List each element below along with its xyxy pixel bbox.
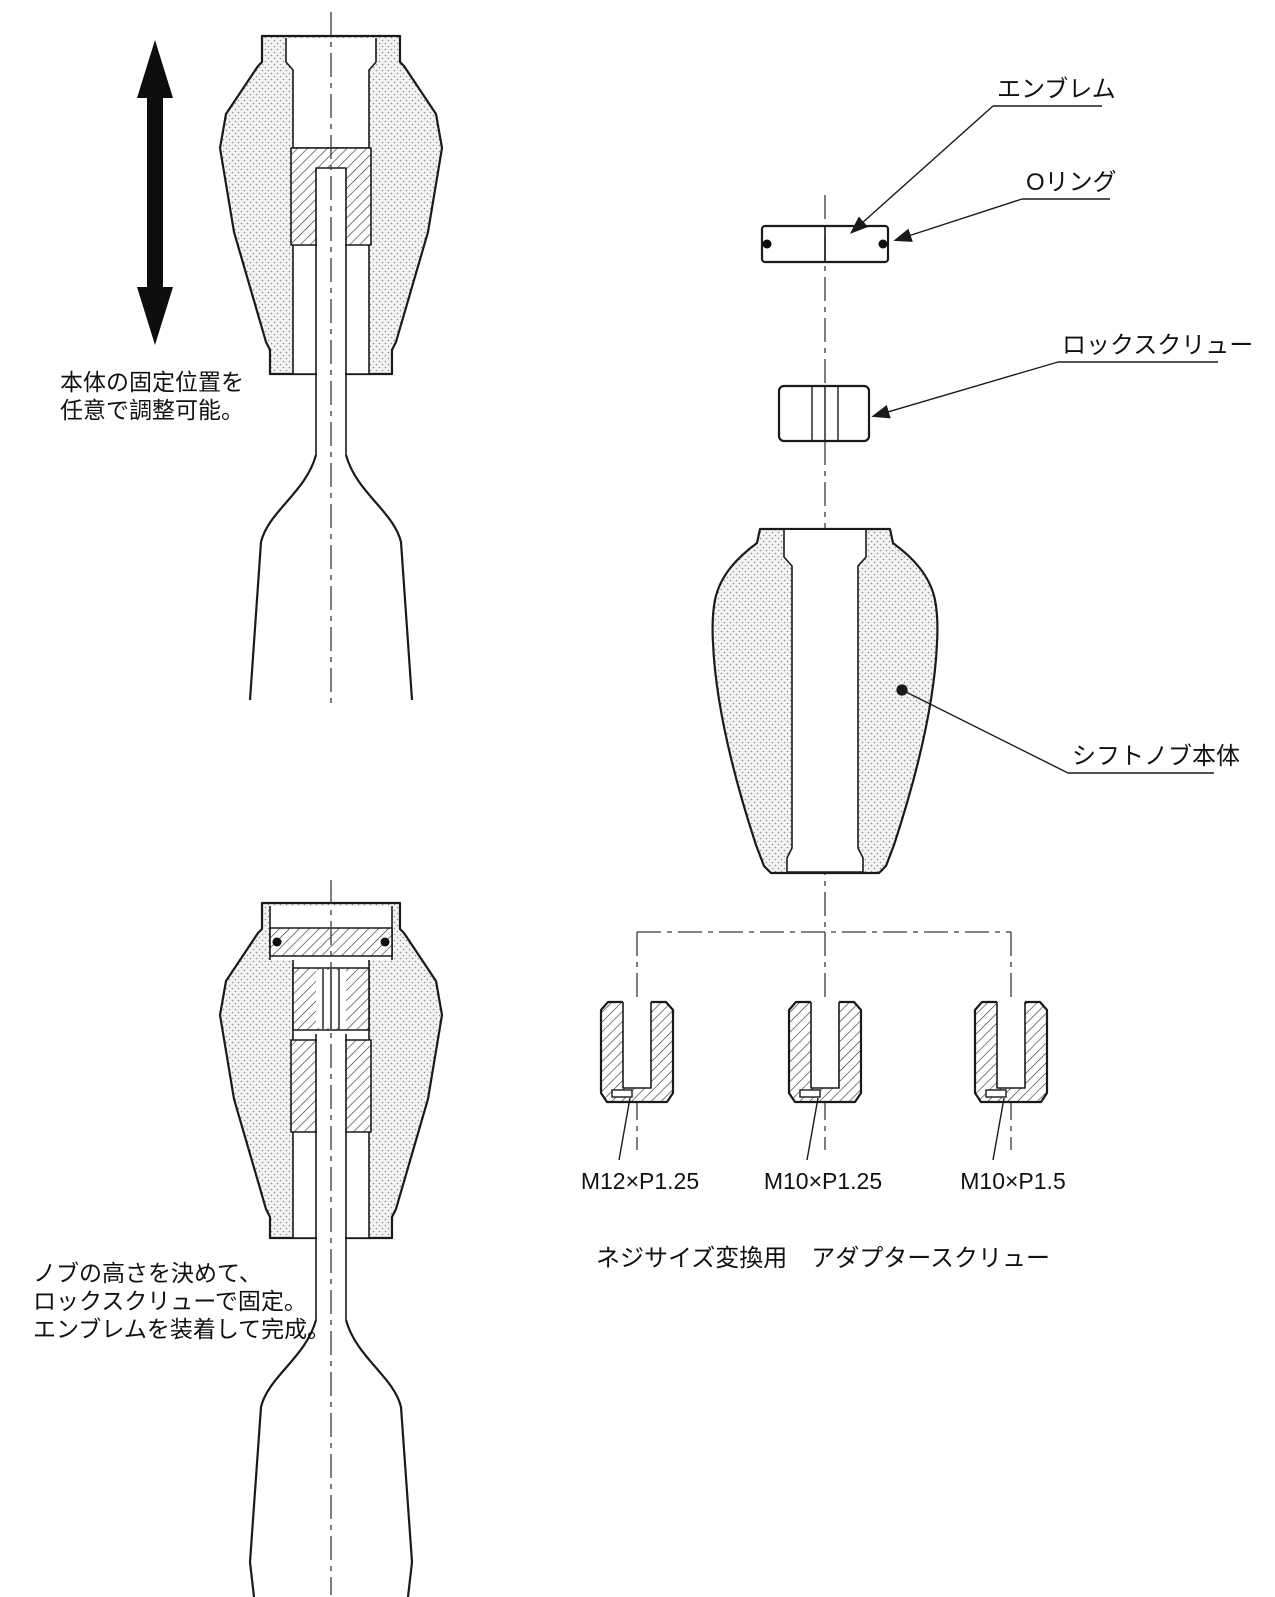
o-ring-dot-right xyxy=(878,239,888,249)
caption-adapter-screws: ネジサイズ変換用 アダプタースクリュー xyxy=(596,1245,1050,1272)
note-assemble-line-1: ノブの高さを決めて、 xyxy=(33,1260,262,1286)
adapter-size-label-3: M10×P1.5 xyxy=(960,1168,1066,1194)
shift-lever-boot xyxy=(248,1319,414,1597)
leader-line-adapter-1 xyxy=(618,1097,631,1161)
adapter-screw-m10-p125 xyxy=(787,1000,863,1161)
o-ring-dot-left xyxy=(272,937,282,947)
adjust-arrow-icon xyxy=(137,40,173,345)
label-lock-screw-group: ロックスクリュー xyxy=(871,332,1253,419)
driver-slot xyxy=(799,1089,821,1098)
leader-line-emblem xyxy=(849,105,994,234)
label-shift-knob-body-group: シフトノブ本体 xyxy=(896,684,1240,774)
leader-line-shift-knob-body xyxy=(896,684,1069,774)
lock-screw-part xyxy=(777,384,871,443)
leader-line-adapter-3 xyxy=(992,1097,1005,1161)
adapter-size-label-1: M12×P1.25 xyxy=(581,1168,699,1194)
branch-center-lines xyxy=(636,931,1012,1150)
o-ring-dot-right xyxy=(380,937,390,947)
note-adjust-line-2: 任意で調整可能。 xyxy=(60,397,244,423)
exploded-view: エンブレム Oリング ロックスクリュー シフトノブ本体 M12×P1.25 M1… xyxy=(581,76,1253,1272)
adapter-screw-m12-p125 xyxy=(599,1000,675,1161)
assembled-view-complete: ノブの高さを決めて、 ロックスクリューで固定。 エンブレムを装着して完成。 xyxy=(33,880,444,1597)
driver-slot xyxy=(611,1089,633,1098)
knob-body-bore xyxy=(784,530,866,872)
note-adjust-line-1: 本体の固定位置を xyxy=(60,369,244,395)
assembled-view-adjust: 本体の固定位置を 任意で調整可能。 xyxy=(60,12,444,708)
label-o-ring-group: Oリング xyxy=(893,169,1117,242)
leader-line-o-ring xyxy=(893,198,1023,242)
label-emblem-group: エンブレム xyxy=(849,76,1116,234)
driver-slot xyxy=(985,1089,1007,1098)
note-assemble-line-3: エンブレムを装着して完成。 xyxy=(33,1316,330,1342)
leader-line-lock-screw xyxy=(871,361,1059,419)
label-lock-screw: ロックスクリュー xyxy=(1062,332,1253,359)
leader-line-adapter-2 xyxy=(806,1097,819,1161)
adapter-size-label-2: M10×P1.25 xyxy=(764,1168,882,1194)
adapter-screw-m10-p15 xyxy=(973,1000,1049,1161)
label-emblem: エンブレム xyxy=(997,76,1116,103)
note-assemble-line-2: ロックスクリューで固定。 xyxy=(33,1288,307,1314)
shift-lever-boot xyxy=(248,454,414,701)
label-o-ring: Oリング xyxy=(1026,169,1117,196)
o-ring-dot-left xyxy=(762,239,772,249)
label-shift-knob-body: シフトノブ本体 xyxy=(1072,743,1240,770)
